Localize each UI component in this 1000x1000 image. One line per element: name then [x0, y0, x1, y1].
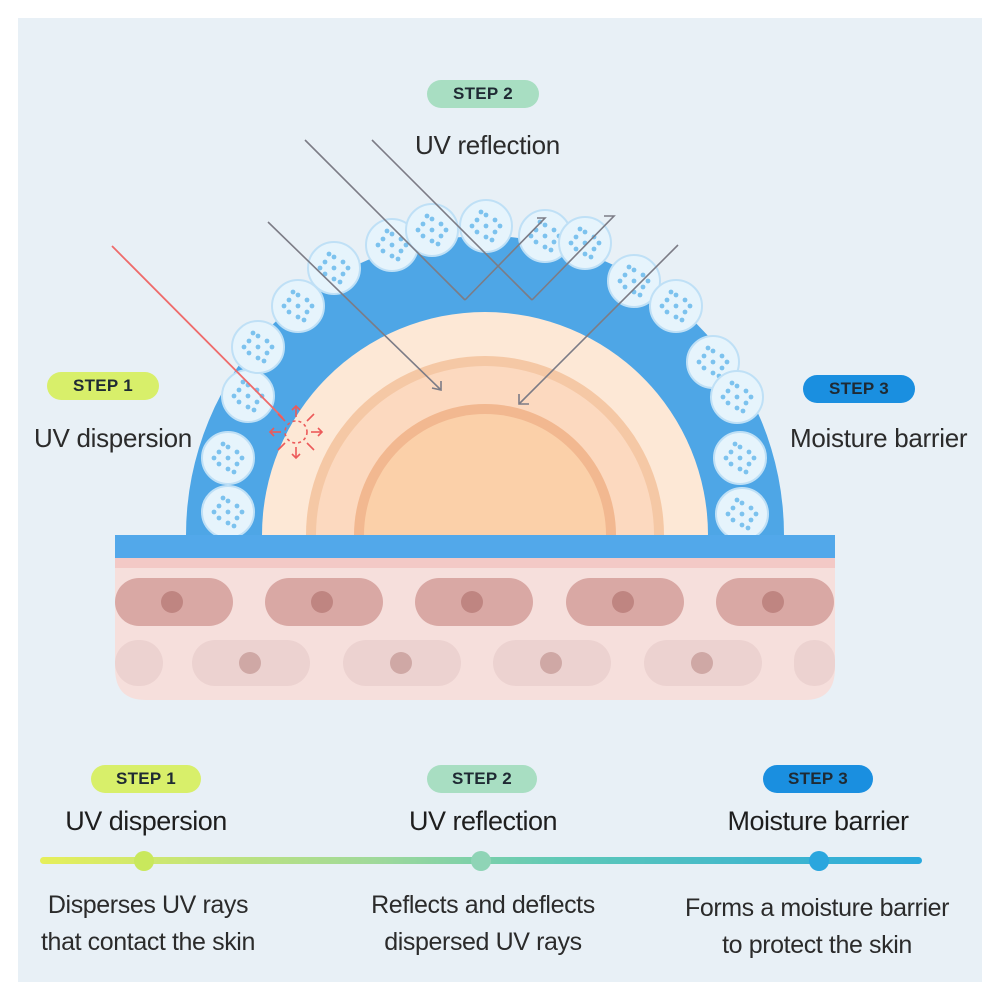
- uv-ray-dispersed: [111, 245, 284, 419]
- moisture-droplet: [607, 254, 661, 308]
- moisture-droplet: [558, 216, 612, 270]
- moisture-droplet: [201, 485, 255, 539]
- step3-desc-line1: Forms a moisture barrier: [684, 894, 950, 922]
- timeline-step2-title: UV reflection: [408, 806, 558, 836]
- moisture-droplet: [518, 209, 572, 263]
- timeline-step2-badge: STEP 2: [427, 765, 537, 793]
- timeline-step1-badge: STEP 1: [91, 765, 201, 793]
- skin-cell-row-top: [115, 578, 834, 626]
- moisture-droplet: [649, 279, 703, 333]
- step3-desc-line2: to protect the skin: [722, 931, 912, 959]
- diagram-step2-caption: UV reflection: [415, 130, 560, 160]
- diagram-step1-badge: STEP 1: [47, 372, 159, 400]
- protective-dome: [186, 236, 784, 535]
- diagram-step2-badge: STEP 2: [427, 80, 539, 108]
- moisture-droplet: [307, 241, 361, 295]
- moisture-droplet: [221, 369, 275, 423]
- moisture-droplet: [459, 199, 513, 253]
- step1-desc-line1: Disperses UV rays: [47, 891, 249, 919]
- diagram-step3-caption: Moisture barrier: [790, 423, 968, 453]
- step1-desc-line2: that contact the skin: [41, 928, 255, 956]
- timeline-step3-title: Moisture barrier: [727, 806, 909, 836]
- timeline-step2-description: Reflects and deflects dispersed UV rays: [333, 887, 633, 961]
- moisture-droplet: [713, 431, 767, 485]
- moisture-droplet: [715, 487, 769, 541]
- skin-surface-barrier: [115, 535, 835, 558]
- moisture-droplet: [710, 370, 764, 424]
- timeline-step1-title: UV dispersion: [65, 806, 227, 836]
- timeline-dot-step1: [134, 851, 154, 871]
- diagram-step3-badge: STEP 3: [803, 375, 915, 403]
- skin-cell-row-bottom: [115, 640, 835, 686]
- diagram-step1-caption: UV dispersion: [34, 423, 192, 453]
- skin-layers: [115, 558, 835, 700]
- timeline-step1-description: Disperses UV rays that contact the skin: [0, 887, 298, 961]
- moisture-droplet: [271, 279, 325, 333]
- dispersion-burst-icon: [268, 404, 324, 460]
- step2-desc-line1: Reflects and deflects: [371, 891, 595, 919]
- moisture-droplet: [201, 431, 255, 485]
- moisture-droplet: [231, 320, 285, 374]
- uv-rays: [267, 139, 679, 405]
- moisture-droplet: [365, 218, 419, 272]
- moisture-droplets: [201, 199, 769, 541]
- timeline-step3-description: Forms a moisture barrier to protect the …: [667, 890, 967, 964]
- timeline-step3-badge: STEP 3: [763, 765, 873, 793]
- moisture-droplet: [405, 203, 459, 257]
- step2-desc-line2: dispersed UV rays: [384, 928, 582, 956]
- timeline-dot-step3: [809, 851, 829, 871]
- timeline-dot-step2: [471, 851, 491, 871]
